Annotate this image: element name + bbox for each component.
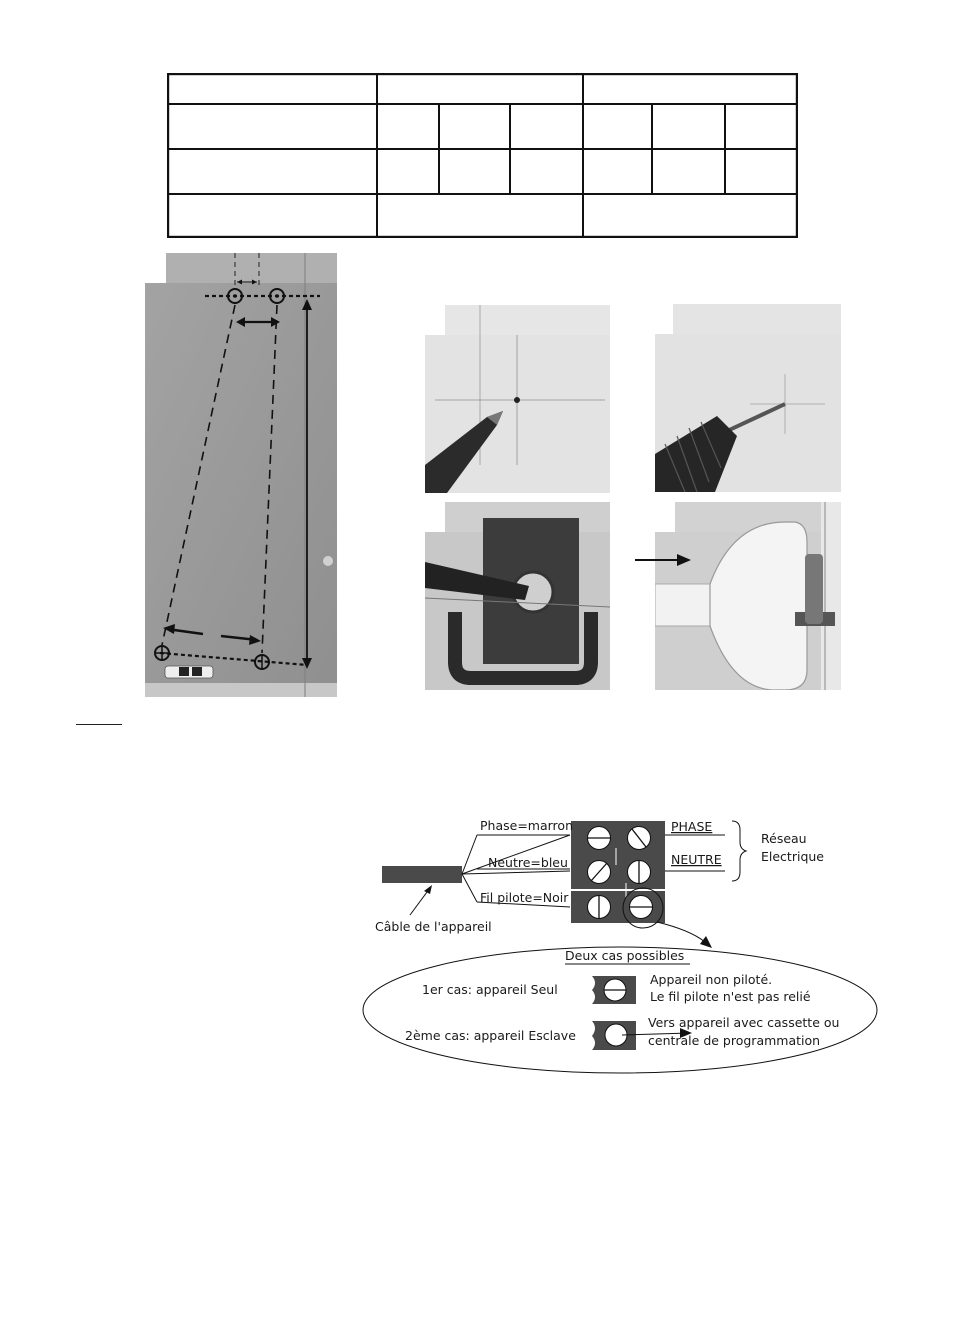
case2-terminal-icon	[592, 1021, 692, 1050]
screwing-photo	[425, 502, 610, 690]
drilling-photo	[655, 304, 841, 492]
marking-photo	[425, 305, 610, 493]
neutral-wire-label: Neutre=bleu	[488, 855, 568, 870]
phase-wire-label: Phase=marron	[480, 818, 573, 833]
pilot-wire-label: Fil pilote=Noir	[480, 890, 569, 905]
appliance-cable	[382, 866, 462, 883]
spec-table	[167, 73, 798, 238]
cable-label: Câble de l'appareil	[375, 919, 492, 934]
case2-label: 2ème cas: appareil Esclave	[405, 1028, 576, 1043]
phase-label: PHASE	[671, 819, 712, 834]
network-label-line2: Electrique	[761, 849, 824, 864]
case1-label: 1er cas: appareil Seul	[422, 982, 558, 997]
terminal-block-neutral	[571, 855, 665, 889]
terminal-block-phase	[571, 821, 665, 855]
case1-desc-line2: Le fil pilote n'est pas relié	[650, 989, 811, 1004]
wiring-diagram: Phase=marron Neutre=bleu Fil pilote=Noir…	[362, 818, 878, 1074]
cases-title: Deux cas possibles	[565, 948, 684, 963]
case2-desc-line2: centrale de programmation	[648, 1033, 820, 1048]
case1-desc-line1: Appareil non piloté.	[650, 972, 772, 987]
mounted-appliance-photo	[655, 502, 841, 690]
terminal-block-pilot	[571, 891, 665, 923]
network-label-line1: Réseau	[761, 831, 807, 846]
arrow-icon	[635, 554, 691, 566]
case1-terminal-icon	[592, 976, 636, 1004]
neutral-label: NEUTRE	[671, 852, 722, 867]
case2-desc-line1: Vers appareil avec cassette ou	[648, 1015, 839, 1030]
wall-mounting-photo	[145, 253, 337, 697]
underline-mark	[76, 724, 122, 725]
